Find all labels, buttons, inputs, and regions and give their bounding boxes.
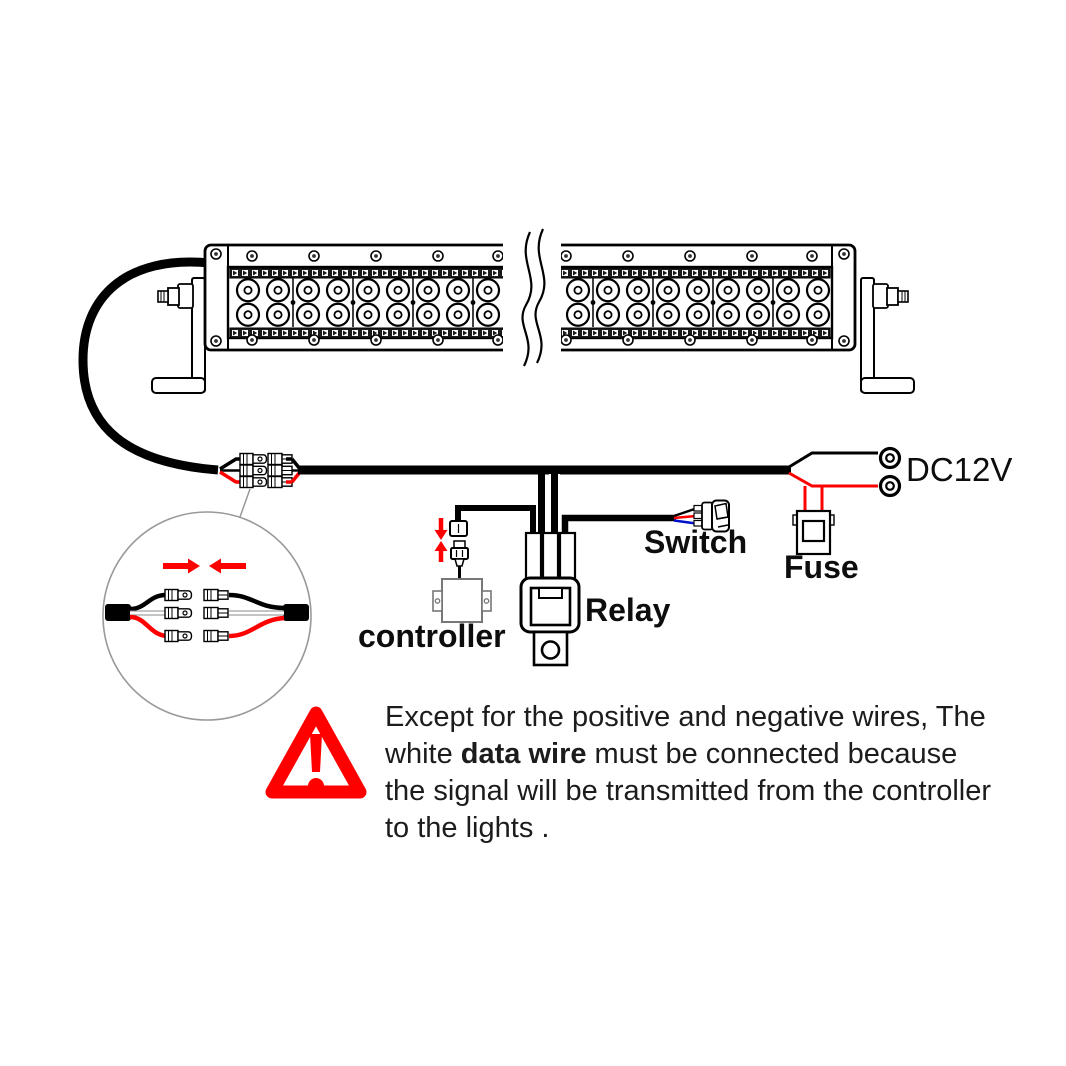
main-harness-wires (298, 465, 791, 535)
detail-leader-line (239, 488, 251, 518)
warning-note-line3: the signal will be transmitted from the … (385, 775, 992, 807)
barrel-connector-male (450, 540, 469, 567)
connector-detail-circle (102, 511, 312, 721)
right-cable-stub (283, 604, 309, 621)
harness-connector-pairs (219, 452, 302, 489)
negative-ring-terminal (878, 474, 902, 498)
ring-terminals (878, 446, 902, 498)
warning-note-line1: Except for the positive and negative wir… (385, 701, 986, 733)
warning-note-line4: to the lights . (385, 812, 550, 844)
unplug-arrows (434, 518, 448, 562)
switch-icon (673, 499, 730, 533)
right-mount-bracket (860, 277, 915, 394)
connect-direction-arrows (163, 558, 246, 574)
fuse-icon (792, 509, 835, 556)
left-cable-stub (105, 604, 131, 621)
warning-triangle-icon (265, 706, 367, 799)
led-light-bar (203, 228, 857, 367)
relay-icon (519, 531, 581, 667)
positive-ring-terminal (878, 446, 902, 470)
power-split-wires (788, 451, 878, 512)
male-spade-connector (239, 452, 268, 466)
dc12v-label: DC12V (906, 451, 1013, 488)
fuse-label: Fuse (784, 549, 859, 585)
controller-box (441, 578, 483, 623)
switch-branch-wire (561, 514, 676, 534)
led-divider-dots (290, 300, 776, 305)
switch-label: Switch (644, 524, 748, 560)
data-wire-emphasis: data wire (460, 738, 587, 770)
light-bar-power-wire (78, 257, 219, 475)
controller-label: controller (358, 618, 506, 654)
controller-branch-wire (455, 505, 536, 534)
bar-break-symbol (503, 228, 561, 367)
warning-note: Except for the positive and negative wir… (385, 699, 1025, 847)
controller-icon (432, 518, 492, 623)
warning-note-line2: white data wire must be connected becaus… (385, 738, 958, 770)
relay-label: Relay (585, 592, 671, 628)
left-mount-bracket (151, 277, 206, 394)
